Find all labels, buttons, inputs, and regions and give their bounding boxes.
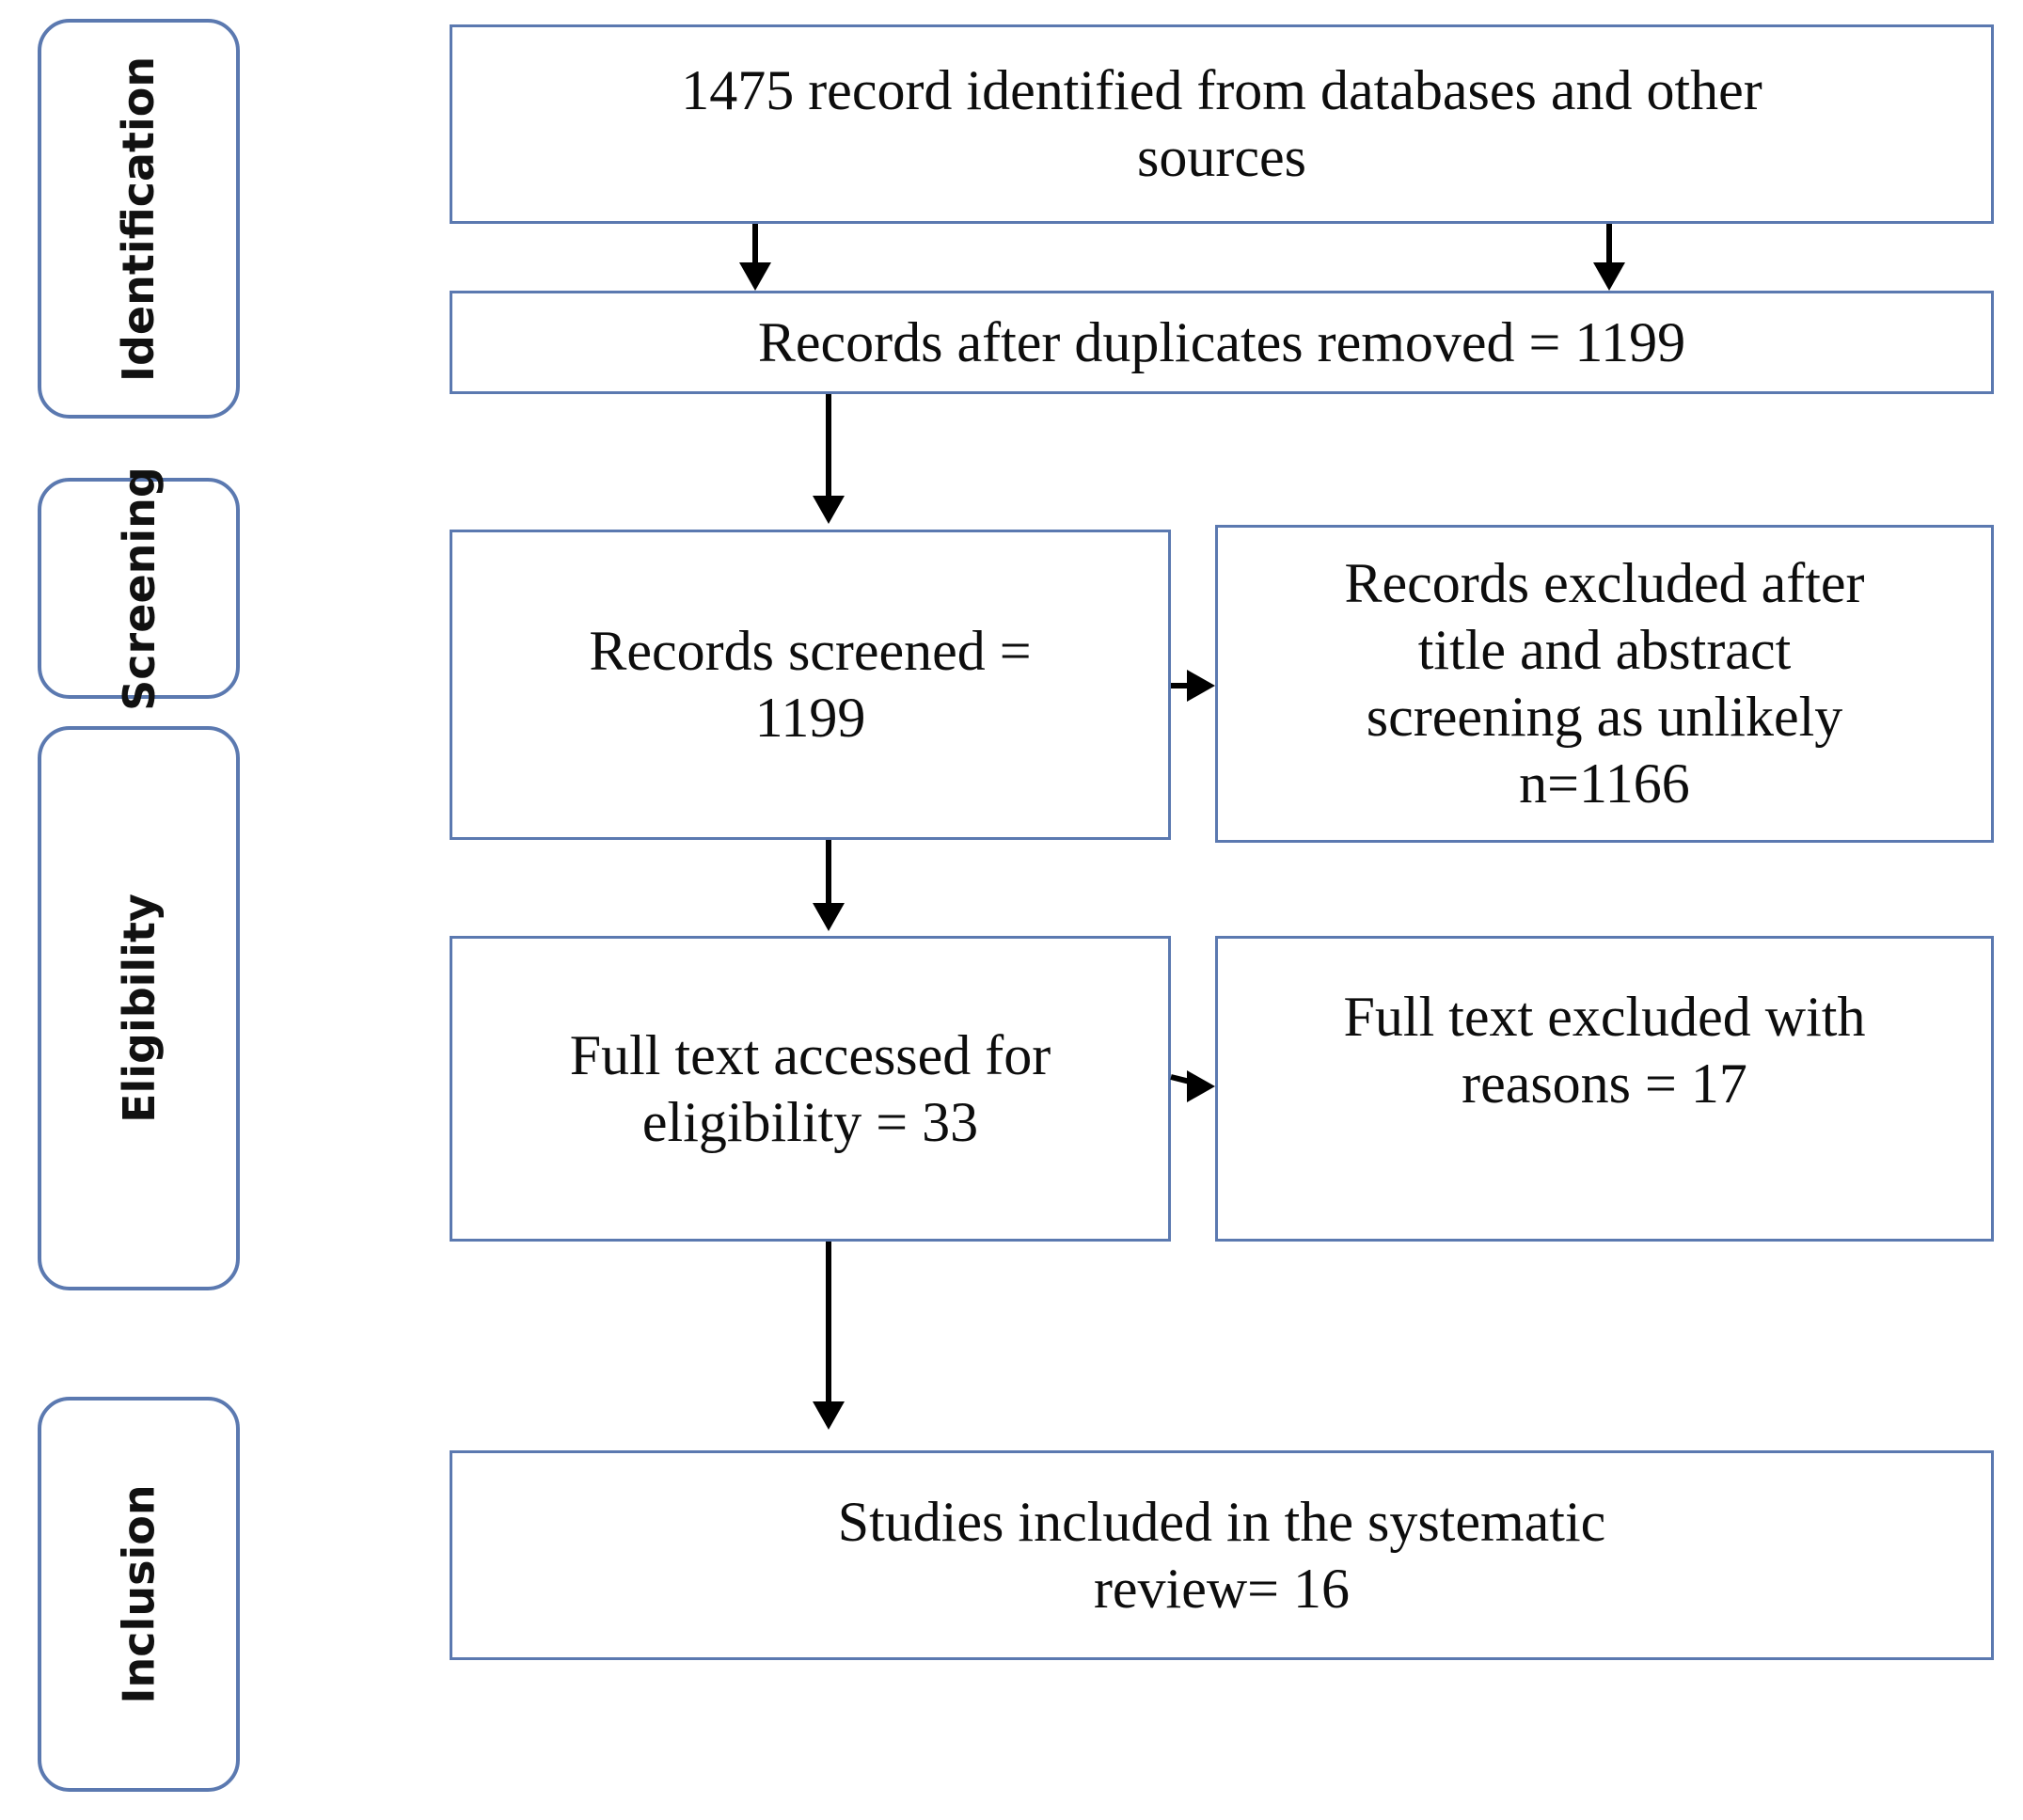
connector-dedup-to-screened — [826, 394, 831, 499]
box-full-text-assessed[interactable]: Full text accessed for eligibility = 33 — [450, 936, 1171, 1242]
box-records-identified-text: 1475 record identified from databases an… — [681, 59, 1762, 188]
box-records-screened[interactable]: Records screened = 1199 — [450, 530, 1171, 840]
connector-fulltext-to-included-arrowhead — [813, 1401, 845, 1430]
connector-screened-to-fulltext — [826, 840, 831, 908]
connector-identified-to-dedup-left — [752, 224, 758, 266]
connector-identified-to-dedup-right-arrowhead — [1593, 262, 1625, 291]
box-full-text-excluded-text: Full text excluded with reasons = 17 — [1343, 986, 1866, 1115]
box-studies-included[interactable]: Studies included in the systematic revie… — [450, 1450, 1994, 1660]
stage-tab-eligibility-label: Eligibility — [113, 894, 165, 1123]
stage-tab-identification-label: Identification — [113, 55, 165, 382]
box-records-after-duplicates-text: Records after duplicates removed = 1199 — [757, 310, 1686, 373]
box-full-text-assessed-text: Full text accessed for eligibility = 33 — [569, 1023, 1051, 1153]
connector-fulltext-to-excluded-arrowhead — [1187, 1070, 1215, 1102]
connector-fulltext-to-included — [826, 1242, 831, 1406]
box-records-excluded-title-abstract[interactable]: Records excluded after title and abstrac… — [1215, 525, 1994, 843]
box-records-identified[interactable]: 1475 record identified from databases an… — [450, 24, 1994, 224]
connector-identified-to-dedup-left-arrowhead — [739, 262, 771, 291]
stage-tab-inclusion-label: Inclusion — [113, 1484, 165, 1704]
stage-tab-inclusion[interactable]: Inclusion — [38, 1397, 240, 1792]
box-records-after-duplicates[interactable]: Records after duplicates removed = 1199 — [450, 291, 1994, 394]
stage-tab-screening-label: Screening — [113, 466, 165, 711]
box-full-text-excluded[interactable]: Full text excluded with reasons = 17 — [1215, 936, 1994, 1242]
connector-screened-to-fulltext-arrowhead — [813, 903, 845, 931]
box-records-screened-text: Records screened = 1199 — [589, 620, 1032, 749]
connector-screened-to-excluded-arrowhead — [1187, 670, 1215, 702]
stage-tab-screening[interactable]: Screening — [38, 467, 240, 710]
connector-identified-to-dedup-right — [1606, 224, 1612, 266]
box-studies-included-text: Studies included in the systematic revie… — [837, 1490, 1606, 1620]
box-records-excluded-title-abstract-text: Records excluded after title and abstrac… — [1344, 552, 1865, 815]
connector-dedup-to-screened-arrowhead — [813, 496, 845, 524]
connector-screened-to-excluded — [1171, 683, 1199, 688]
stage-tab-eligibility[interactable]: Eligibility — [38, 726, 240, 1290]
stage-tab-identification[interactable]: Identification — [38, 19, 240, 419]
